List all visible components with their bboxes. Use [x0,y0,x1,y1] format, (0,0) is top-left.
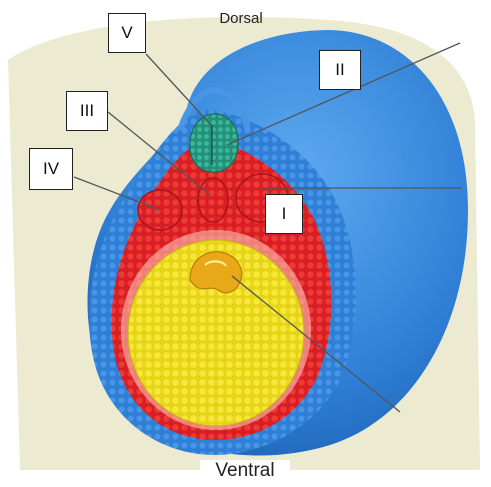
label-box-IV: IV [29,148,73,190]
label-box-I: I [265,194,303,234]
label-box-II: II [319,50,361,90]
label-box-V: V [108,13,146,53]
notochord [198,178,228,222]
ventral-label: Ventral [200,460,290,482]
label-box-III: III [66,91,108,131]
dorsal-label: Dorsal [196,10,286,27]
